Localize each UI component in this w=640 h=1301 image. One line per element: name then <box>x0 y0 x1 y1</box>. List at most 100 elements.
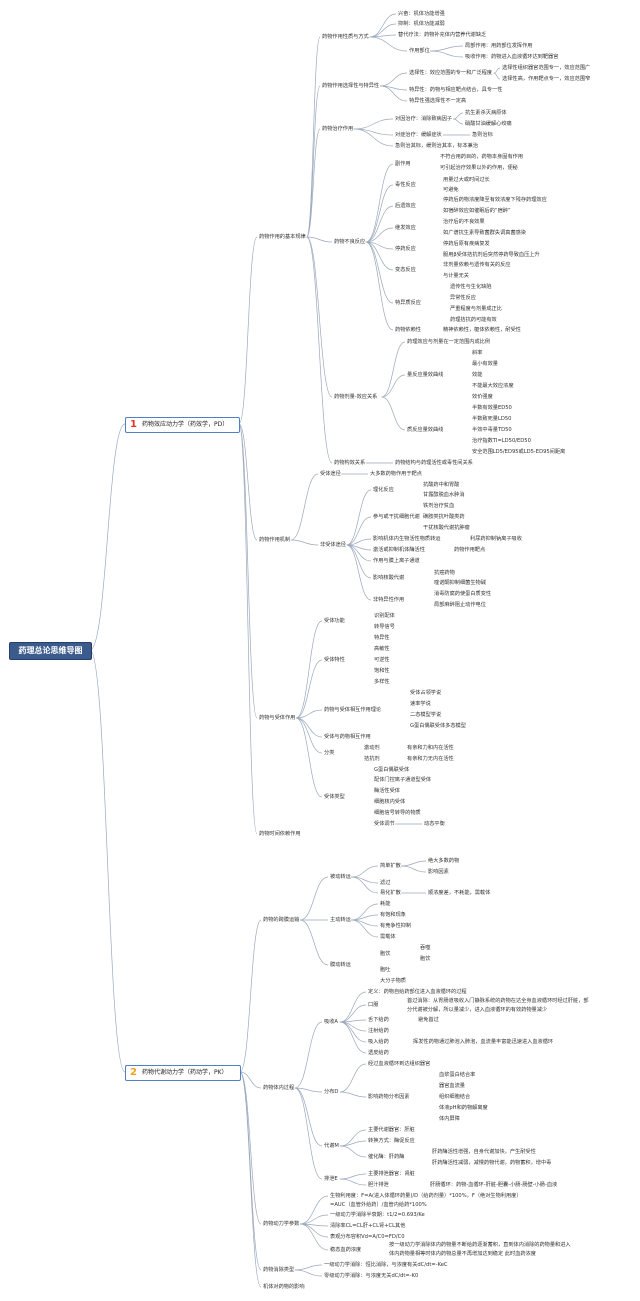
topic-node[interactable]: 替代疗法：药物补充体内营养代谢缺乏 <box>398 32 487 38</box>
topic-node[interactable]: 半数有效量ED50 <box>472 405 512 411</box>
topic-node[interactable]: 受体功能 <box>324 618 345 624</box>
topic-node[interactable]: 吸收A <box>324 1019 338 1025</box>
topic-node[interactable]: 胞吐 <box>380 967 391 973</box>
topic-node[interactable]: 体液pH和药物解离度 <box>439 1105 488 1111</box>
topic-node[interactable]: 抗生素杀灭病原体 <box>465 110 507 116</box>
topic-node[interactable]: 对因治疗：消除致病因子 <box>395 116 453 122</box>
topic-node[interactable]: 饱和性 <box>374 668 390 674</box>
topic-node[interactable]: 毒性反应 <box>395 182 416 188</box>
topic-node[interactable]: 分代谢被分解，所以量减少，进入血液循环的有效药物量减少 <box>407 1007 548 1013</box>
topic-node[interactable]: 药物体内过程 <box>263 1085 295 1091</box>
topic-node[interactable]: =AUC（血管外给药）/血管内给药*100% <box>330 1202 427 1208</box>
topic-node[interactable]: 激动剂 <box>364 745 380 751</box>
topic-node[interactable]: 精神依赖性，躯体依赖性，耐受性 <box>443 327 521 333</box>
topic-node[interactable]: 治疗后的不良效果 <box>443 219 485 225</box>
topic-node[interactable]: 高敏性 <box>374 646 390 652</box>
topic-node[interactable]: 对症治疗：缓解症状 <box>395 132 442 138</box>
topic-node[interactable]: 滤过 <box>380 880 391 886</box>
topic-node[interactable]: 半效中毒量TD50 <box>472 427 512 433</box>
topic-node[interactable]: 吸入给药 <box>368 1039 389 1045</box>
topic-node[interactable]: 药物结构与药理活性或毒性间关系 <box>395 460 473 466</box>
topic-node[interactable]: 非剂量依赖与遗传有关的反应 <box>443 262 511 268</box>
topic-node[interactable]: 特异性 <box>374 635 390 641</box>
topic-node[interactable]: 动态平衡 <box>424 821 445 827</box>
topic-node[interactable]: 绝大多数药物 <box>428 858 460 864</box>
topic-node[interactable]: 清除率CL=CL肝+CL肾+CL其他 <box>330 1223 406 1229</box>
topic-node[interactable]: 特异性：药物与相应靶点结合，具专一性 <box>409 87 503 93</box>
topic-node[interactable]: 不符合用药目的，药物本身固有作用 <box>440 154 524 160</box>
topic-node[interactable]: 药物不良反应 <box>334 239 366 245</box>
root-node[interactable]: 药理总论思维导图 <box>9 642 92 660</box>
topic-node[interactable]: 易化扩散 <box>380 890 401 896</box>
topic-node[interactable]: 催化酶：肝药酶 <box>368 1154 405 1160</box>
topic-node[interactable]: 消毒防腐药使蛋白质变性 <box>434 591 492 597</box>
topic-node[interactable]: 表观分布容积Vd=A/C0=FD/C0 <box>330 1234 405 1240</box>
topic-node[interactable]: 影响因素 <box>428 869 449 875</box>
topic-node[interactable]: 可避免 <box>443 187 459 193</box>
topic-node[interactable]: 磺胺类抗叶酸类药 <box>423 514 465 520</box>
topic-node[interactable]: 影响药物分布因素 <box>368 1094 410 1100</box>
topic-node[interactable]: 影响机体内生物活性物质转运 <box>373 536 441 542</box>
topic-node[interactable]: 药物作用的基本规律 <box>259 234 306 240</box>
topic-node[interactable]: 药物作用机制 <box>259 537 291 543</box>
topic-node[interactable]: 遗传性与生化缺陷 <box>450 284 492 290</box>
topic-node[interactable]: 可逆性 <box>374 657 390 663</box>
topic-node[interactable]: 药物作用选择性与特异性 <box>322 83 380 89</box>
branch-pharmacodynamics[interactable]: 1 药物效应动力学（药效学，PD） <box>125 417 240 433</box>
topic-node[interactable]: 吞噬 <box>420 945 431 951</box>
topic-node[interactable]: 稳态血药浓度 <box>330 1247 362 1253</box>
topic-node[interactable]: 药物动力学参数 <box>263 1221 300 1227</box>
topic-node[interactable]: 质反应量效曲线 <box>407 427 444 433</box>
topic-node[interactable]: 速率学说 <box>410 701 431 707</box>
topic-node[interactable]: 用量过大或时间过长 <box>443 177 490 183</box>
topic-node[interactable]: 被动转运 <box>330 874 351 880</box>
topic-node[interactable]: 组织细胞结合 <box>439 1094 471 1100</box>
topic-node[interactable]: 零级动力学消除：与浓度无关dC/dt=-K0 <box>324 1273 419 1279</box>
topic-node[interactable]: 细胞核内受体 <box>374 799 406 805</box>
topic-node[interactable]: 二态模型学说 <box>410 712 442 718</box>
topic-node[interactable]: 特异性强选择性不一定高 <box>409 98 467 104</box>
topic-node[interactable]: 半数致死量LD50 <box>472 416 512 422</box>
topic-node[interactable]: 安全范围LD5/ED95或LD5-ED95间距离 <box>472 449 566 455</box>
topic-node[interactable]: 大分子物质 <box>380 978 406 984</box>
topic-node[interactable]: 吸收作用：药物进入血液循环达到靶器官 <box>465 54 559 60</box>
topic-node[interactable]: 受体占领学说 <box>410 690 442 696</box>
topic-node[interactable]: 耗能 <box>380 901 391 907</box>
topic-node[interactable]: 抑制：机体功能减弱 <box>398 21 445 27</box>
topic-node[interactable]: 局部作用：用药部位发挥作用 <box>465 43 533 49</box>
topic-node[interactable]: 受体特性 <box>324 657 345 663</box>
topic-node[interactable]: 一级动力学消除半衰期：t1/2=0.693/Ke <box>330 1212 425 1218</box>
topic-node[interactable]: 抗癌药物 <box>434 570 455 576</box>
topic-node[interactable]: 兴奋：机体功能增强 <box>398 11 445 17</box>
topic-node[interactable]: 机体对药物的影响 <box>263 1284 305 1290</box>
topic-node[interactable]: 胞饮 <box>420 956 431 962</box>
topic-node[interactable]: 副作用 <box>395 161 411 167</box>
topic-node[interactable]: 效能 <box>472 372 483 378</box>
topic-node[interactable]: 细胞信号转导的物质 <box>374 810 421 816</box>
topic-node[interactable]: 有亲和力和内在活性 <box>407 745 454 751</box>
topic-node[interactable]: 转换方式：酶促反应 <box>368 1138 415 1144</box>
topic-node[interactable]: 药理拮抗药可能有效 <box>450 317 497 323</box>
topic-node[interactable]: 喹诺酮抑制细菌生物碱 <box>434 580 486 586</box>
topic-node[interactable]: 激活或抑制机体酶活性 <box>373 547 425 553</box>
topic-node[interactable]: 有亲和力无内在活性 <box>407 756 454 762</box>
topic-node[interactable]: 首过消除：从胃肠道吸收入门静脉系统的药物在达全身血液循环时经过肝脏，部 <box>407 998 589 1004</box>
topic-node[interactable]: 药物与受体相互作用理论 <box>324 707 382 713</box>
topic-node[interactable]: 参与或干扰细胞代谢 <box>373 514 420 520</box>
topic-node[interactable]: 甘露醇脱血水肿消 <box>423 492 465 498</box>
topic-node[interactable]: 选择性高，作用靶点专一，效应范围窄 <box>502 76 591 82</box>
topic-node[interactable]: 铁剂治疗贫血 <box>423 503 455 509</box>
topic-node[interactable]: 非特异性作用 <box>373 597 405 603</box>
topic-node[interactable]: 多样性 <box>374 679 390 685</box>
topic-node[interactable]: 效价强度 <box>472 394 493 400</box>
topic-node[interactable]: 简单扩散 <box>380 863 401 869</box>
topic-node[interactable]: 定义：药物自给药部位进入血液循环的过程 <box>368 989 467 995</box>
topic-node[interactable]: 分类 <box>324 750 335 756</box>
topic-node[interactable]: 药物作用靶点 <box>454 547 486 553</box>
topic-node[interactable]: 主要代谢器官：肝脏 <box>368 1127 415 1133</box>
topic-node[interactable]: 肝药酶活性减弱，减慢药物代谢，药物蓄积，增中毒 <box>432 1160 552 1166</box>
topic-node[interactable]: 透皮给药 <box>368 1050 389 1056</box>
topic-node[interactable]: 与计量无关 <box>443 273 469 279</box>
topic-node[interactable]: 药物的跨膜运输 <box>263 917 300 923</box>
topic-node[interactable]: 血浆蛋白结合率 <box>439 1072 476 1078</box>
